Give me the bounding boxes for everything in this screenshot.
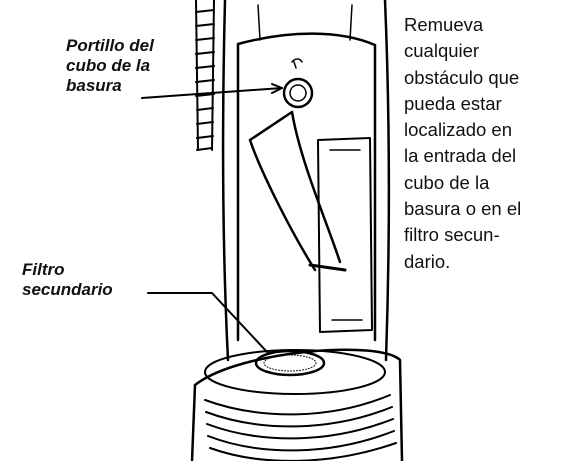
callout-secondary-filter: Filtro secundario — [22, 260, 132, 300]
filter-leader — [147, 292, 269, 354]
instruction-line: cualquier — [404, 40, 480, 62]
bin-port-shape — [282, 77, 314, 109]
instruction-line: basura o en el — [404, 198, 522, 220]
bin-port-leader — [141, 87, 283, 99]
body-outline — [221, 0, 391, 362]
instruction-line: cubo de la — [404, 171, 490, 193]
callout-bin-port: Portillo del cubo de la basura — [66, 36, 206, 96]
instruction-text: Remueva cualquier obstáculo que pueda es… — [404, 12, 560, 275]
callout-bin-port-line2: cubo de la — [66, 56, 151, 75]
callout-filter-line2: secundario — [22, 280, 113, 299]
instruction-line: filtro secun- — [404, 224, 500, 246]
hose-ribs — [195, 0, 215, 151]
secondary-filter-shape — [254, 349, 326, 377]
duct — [248, 110, 342, 272]
instruction-line: dario. — [404, 250, 451, 272]
instruction-line: pueda estar — [404, 92, 502, 114]
instruction-line: localizado en — [404, 119, 512, 141]
instruction-line: obstáculo que — [404, 66, 520, 88]
callout-filter-line1: Filtro — [22, 260, 65, 279]
callout-bin-port-line1: Portillo del — [66, 36, 154, 55]
base-ribs — [204, 394, 397, 461]
callout-bin-port-line3: basura — [66, 76, 122, 95]
instruction-line: la entrada del — [404, 145, 517, 167]
instruction-line: Remueva — [404, 14, 484, 35]
